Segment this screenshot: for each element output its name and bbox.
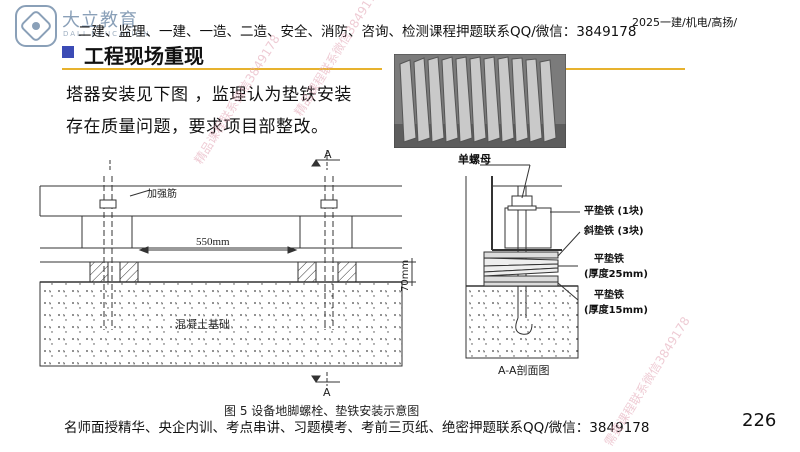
dali-logo-icon — [15, 5, 57, 47]
foundation-label: 混凝土基础 — [175, 317, 230, 331]
figure-caption: 图 5 设备地脚螺栓、垫铁安装示意图 — [224, 404, 420, 418]
paragraph-line-2: 存在质量问题，要求项目部整改。 — [66, 117, 329, 137]
flat-pad-25-label: 平垫铁 — [594, 252, 624, 265]
shim-photo — [394, 54, 566, 148]
flat-pad-15-label: 平垫铁 — [594, 288, 624, 301]
nut-label: 单螺母 — [458, 152, 491, 166]
slide-title: 工程现场重现 — [84, 44, 204, 68]
title-rule-right — [565, 68, 685, 70]
footer-text: 名师面授精华、央企内训、考点串讲、习题模考、考前三页纸、绝密押题联系QQ/微信：… — [64, 420, 650, 436]
paragraph-line-1: 塔器安装见下图 ，监理认为垫铁安装 — [66, 85, 352, 105]
wedge-pad-label: 斜垫铁 (3块) — [583, 224, 644, 237]
brand-name: 大立教育 — [62, 10, 138, 31]
section-mark-top: A — [324, 148, 332, 161]
flat-pad-25-thickness: (厚度25mm) — [584, 267, 648, 280]
section-caption: A-A剖面图 — [498, 363, 550, 377]
spacing-label: 550mm — [196, 236, 230, 248]
course-tag: 2025一建/机电/高扬/ — [632, 16, 738, 29]
height-label: 70mm — [400, 260, 411, 292]
section-mark-bottom: A — [323, 386, 331, 399]
title-rule — [62, 68, 382, 70]
brand-subtitle: DALI EDUCATION — [63, 30, 151, 38]
title-marker — [62, 46, 74, 58]
page-number: 226 — [742, 410, 777, 431]
flat-pad-15-thickness: (厚度15mm) — [584, 303, 648, 316]
rib-label: 加强筋 — [147, 187, 177, 200]
top-banner-text: 二建、监理、一建、一造、二造、安全、消防、咨询、检测课程押题联系QQ/微信：38… — [78, 24, 637, 40]
flat-pad-1-label: 平垫铁 (1块) — [584, 204, 644, 217]
